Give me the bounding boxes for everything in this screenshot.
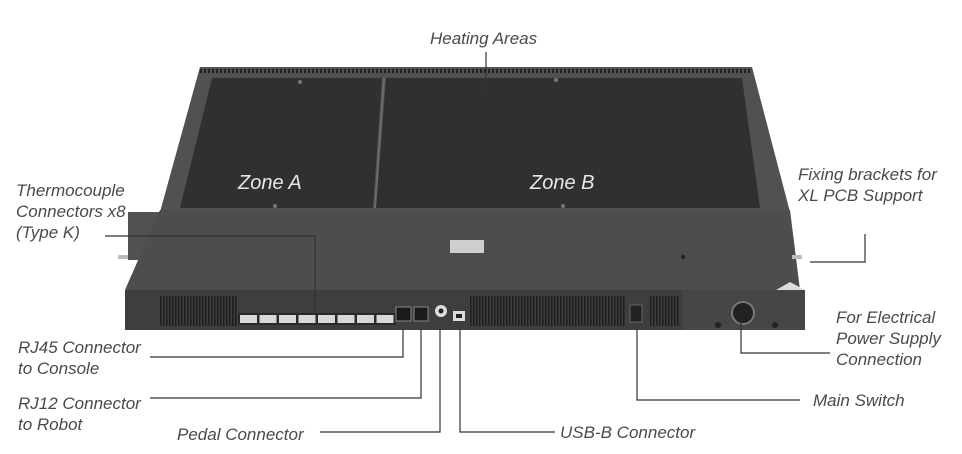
power-supply-label-line3: Connection: [836, 350, 923, 369]
thermocouple-label-line3: (Type K): [16, 223, 80, 242]
thermocouple-connector: [240, 315, 257, 323]
thermocouple-connector: [318, 315, 335, 323]
rj12-label-line1: RJ12 Connector: [18, 394, 141, 413]
rj45-port: [395, 306, 412, 322]
thermocouple-connector: [337, 315, 355, 323]
usb-b-connector-label: USB-B Connector: [560, 423, 696, 442]
fixing-brackets-label-line1: Fixing brackets for: [798, 165, 937, 184]
leader-lines: [105, 52, 866, 433]
thermocouple-connector: [298, 315, 316, 323]
thermocouple-label-line1: Thermocouple: [16, 181, 125, 200]
main-switch: [629, 304, 643, 323]
thermocouple-connector: [259, 315, 277, 323]
thermocouple-label-line2: Connectors x8: [16, 202, 126, 221]
rj12-label-line2: to Robot: [18, 415, 83, 434]
fixing-brackets-label: Fixing brackets for XL PCB Support: [798, 164, 937, 206]
heating-areas-label: Heating Areas: [430, 29, 538, 48]
heating-plate-zone-b: [376, 78, 760, 208]
heating-plate-zone-a: [180, 78, 382, 208]
zone-b-label: Zone B: [530, 172, 595, 194]
power-supply-label: For Electrical Power Supply Connection: [836, 307, 941, 370]
power-socket: [731, 301, 755, 325]
status-window: [450, 240, 484, 253]
thermocouple-connector: [376, 315, 394, 323]
power-supply-label-line1: For Electrical: [836, 308, 936, 327]
zone-a-label: Zone A: [238, 172, 302, 194]
thermocouple-label: Thermocouple Connectors x8 (Type K): [16, 180, 126, 243]
fixing-brackets-label-line2: XL PCB Support: [798, 186, 923, 205]
vent-slots: [160, 296, 679, 326]
thermocouple-connectors: [238, 313, 396, 325]
thermocouple-connector: [279, 315, 296, 323]
thermocouple-connector: [357, 315, 374, 323]
rj45-label-line2: to Console: [18, 359, 100, 378]
power-supply-label-line2: Power Supply: [836, 329, 941, 348]
main-switch-label: Main Switch: [813, 391, 905, 410]
rj45-label: RJ45 Connector to Console: [18, 337, 141, 379]
rj12-label: RJ12 Connector to Robot: [18, 393, 141, 435]
rj45-label-line1: RJ45 Connector: [18, 338, 141, 357]
rj12-port: [413, 306, 429, 322]
pedal-connector-label: Pedal Connector: [177, 425, 304, 444]
